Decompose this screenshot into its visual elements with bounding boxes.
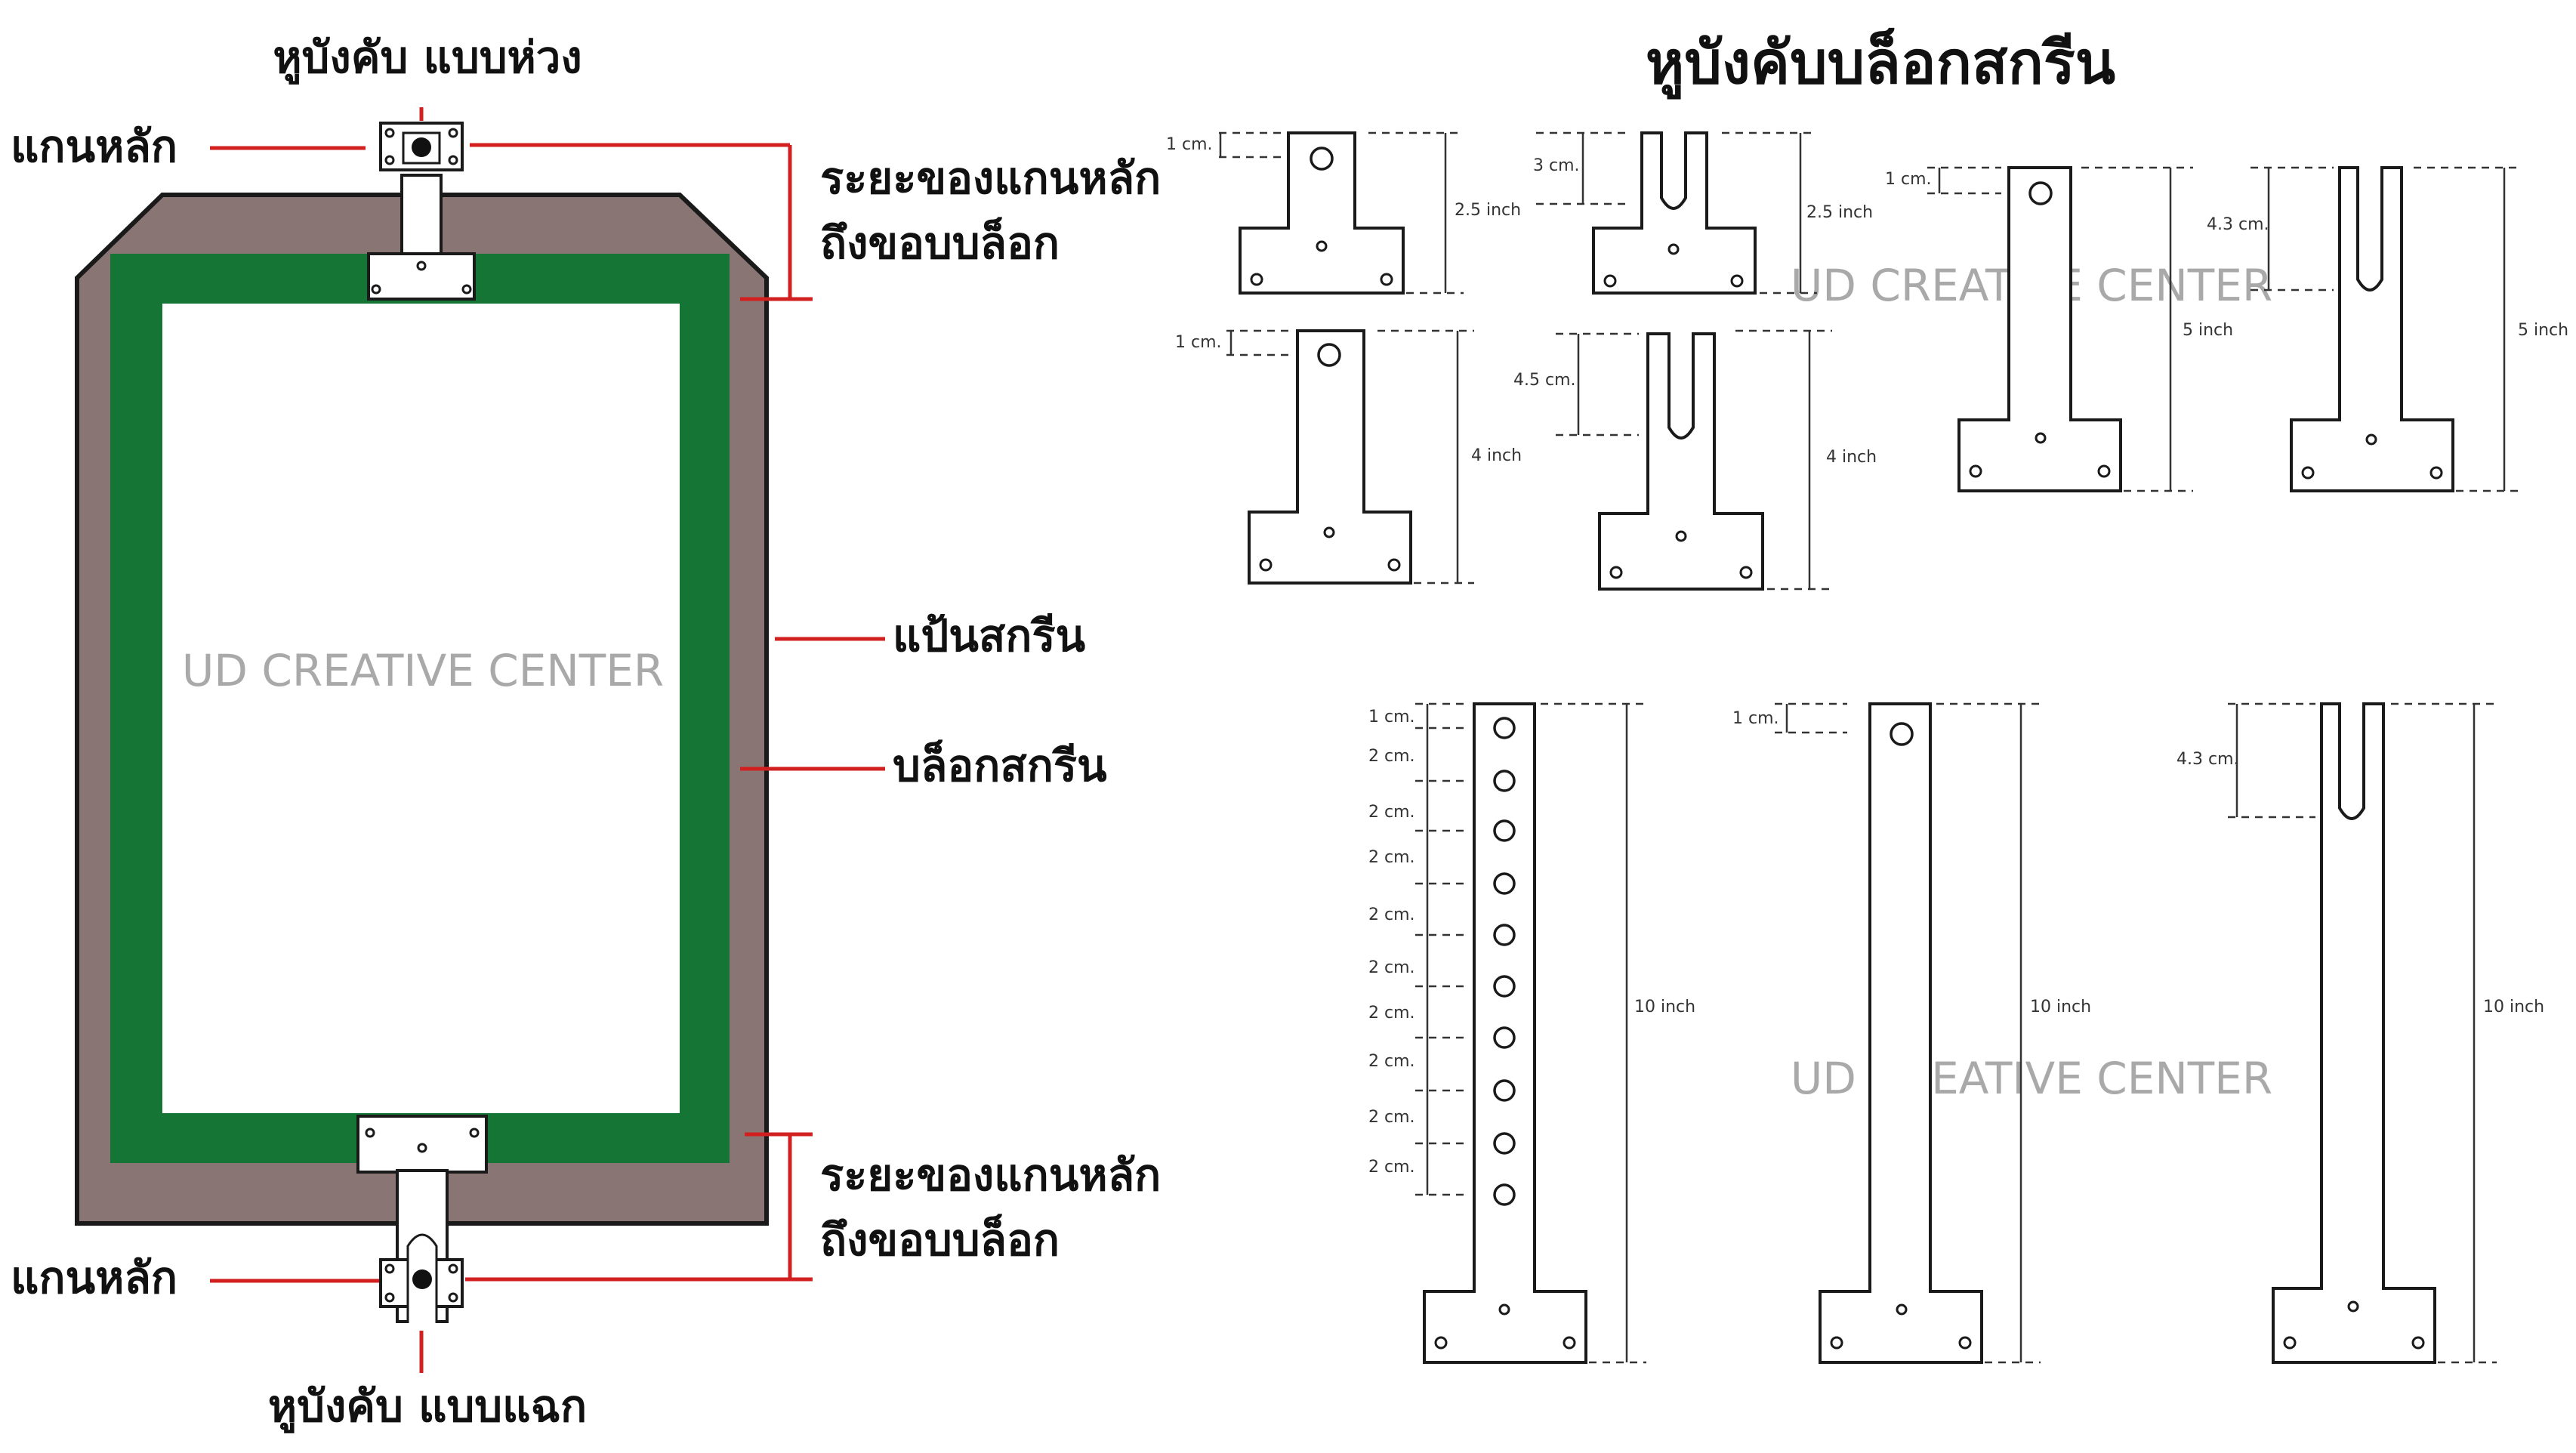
dim-label: 3 cm. bbox=[1533, 156, 1580, 175]
mounting-hole bbox=[1493, 1132, 1516, 1155]
screen-block-label: บล็อกสกรีน bbox=[893, 739, 1107, 791]
dim-label: 10 inch bbox=[2030, 998, 2091, 1016]
dim-label: 2 cm. bbox=[1368, 1052, 1415, 1071]
mounting-hole bbox=[1493, 872, 1516, 895]
dim-label: 4.3 cm. bbox=[2176, 750, 2239, 769]
dim-label: 1 cm. bbox=[1166, 135, 1213, 154]
page-title: หูบังคับบล็อกสกรีน bbox=[1646, 28, 2115, 100]
mounting-hole bbox=[1493, 819, 1516, 842]
dim-label: 4 inch bbox=[1471, 446, 1522, 465]
distance-top-label-1: ระยะของแกนหลัก bbox=[820, 153, 1161, 204]
screen-mesh-area bbox=[162, 304, 680, 1113]
dim-label: 2 cm. bbox=[1368, 848, 1415, 867]
distance-top-label-2: ถึงขอบบล็อก bbox=[820, 217, 1060, 269]
dim-label: 10 inch bbox=[2483, 998, 2544, 1016]
screen-frame-assembly: UD CREATIVE CENTER bbox=[75, 107, 885, 1373]
dim-label: 1 cm. bbox=[1368, 708, 1415, 726]
main-pin-top-label: แกนหลัก bbox=[11, 121, 177, 172]
distance-bottom-label-2: ถึงขอบบล็อก bbox=[820, 1214, 1060, 1266]
dim-label: 1 cm. bbox=[1885, 170, 1932, 189]
mounting-hole bbox=[1493, 717, 1516, 739]
hinge-loop-2-5-inch: 1 cm. 2.5 inch bbox=[1166, 131, 1521, 295]
hinge-multi-hole-10-inch: 1 cm. 2 cm. 2 cm. 2 cm. 2 cm. 2 cm. 2 cm… bbox=[1368, 702, 1695, 1364]
watermark-right-bottom: UD CREATIVE CENTER bbox=[1791, 1053, 2272, 1104]
top-loop-hinge bbox=[367, 122, 476, 301]
dim-label: 4.5 cm. bbox=[1513, 371, 1576, 390]
dim-label: 5 inch bbox=[2518, 321, 2568, 340]
hinge-loop-5-inch: 1 cm. 5 inch bbox=[1885, 166, 2233, 492]
main-pin-bottom-icon bbox=[412, 1269, 432, 1289]
dim-label: 2.5 inch bbox=[1455, 201, 1521, 220]
dim-label: 10 inch bbox=[1634, 998, 1695, 1016]
dim-label: 2 cm. bbox=[1368, 905, 1415, 924]
hinge-loop-10-inch: 1 cm. 10 inch bbox=[1732, 702, 2091, 1364]
mounting-hole bbox=[1493, 1079, 1516, 1102]
dim-label: 4 inch bbox=[1826, 448, 1877, 467]
main-pin-top-icon bbox=[412, 137, 431, 157]
mounting-hole bbox=[1493, 975, 1516, 998]
hinge-loop-4-inch: 1 cm. 4 inch bbox=[1175, 329, 1522, 585]
hinge-fork-5-inch: 4.3 cm. 5 inch bbox=[2207, 166, 2568, 492]
dim-label: 2 cm. bbox=[1368, 1158, 1415, 1177]
mounting-hole bbox=[1493, 1026, 1516, 1049]
dim-label: 2.5 inch bbox=[1806, 203, 1873, 222]
dim-label: 2 cm. bbox=[1368, 1004, 1415, 1023]
mounting-hole bbox=[1493, 924, 1516, 946]
top-hinge-label: หูบังคับ แบบห่วง bbox=[273, 32, 582, 85]
mounting-hole bbox=[1493, 770, 1516, 792]
main-pin-bottom-label: แกนหลัก bbox=[11, 1252, 177, 1303]
dim-label: 2 cm. bbox=[1368, 1108, 1415, 1127]
dim-label: 2 cm. bbox=[1368, 958, 1415, 977]
bottom-fork-hinge bbox=[356, 1115, 488, 1323]
bottom-hinge-label: หูบังคับ แบบแฉก bbox=[268, 1381, 587, 1433]
distance-bottom-label-1: ระยะของแกนหลัก bbox=[820, 1149, 1161, 1201]
watermark-left: UD CREATIVE CENTER bbox=[182, 645, 664, 696]
hinge-fork-2-5-inch: 3 cm. 2.5 inch bbox=[1533, 131, 1873, 295]
dim-label: 1 cm. bbox=[1175, 333, 1222, 352]
mounting-hole bbox=[1493, 1183, 1516, 1206]
dim-label: 2 cm. bbox=[1368, 803, 1415, 822]
hinge-fork-10-inch: 4.3 cm. 10 inch bbox=[2176, 702, 2544, 1364]
dim-label: 4.3 cm. bbox=[2207, 215, 2269, 234]
screen-base-label: แป้นสกรีน bbox=[893, 610, 1086, 662]
hinge-fork-4-inch: 4.5 cm. 4 inch bbox=[1513, 329, 1877, 591]
dim-label: 5 inch bbox=[2183, 321, 2233, 340]
dim-label: 2 cm. bbox=[1368, 747, 1415, 766]
dim-label: 1 cm. bbox=[1732, 709, 1779, 728]
